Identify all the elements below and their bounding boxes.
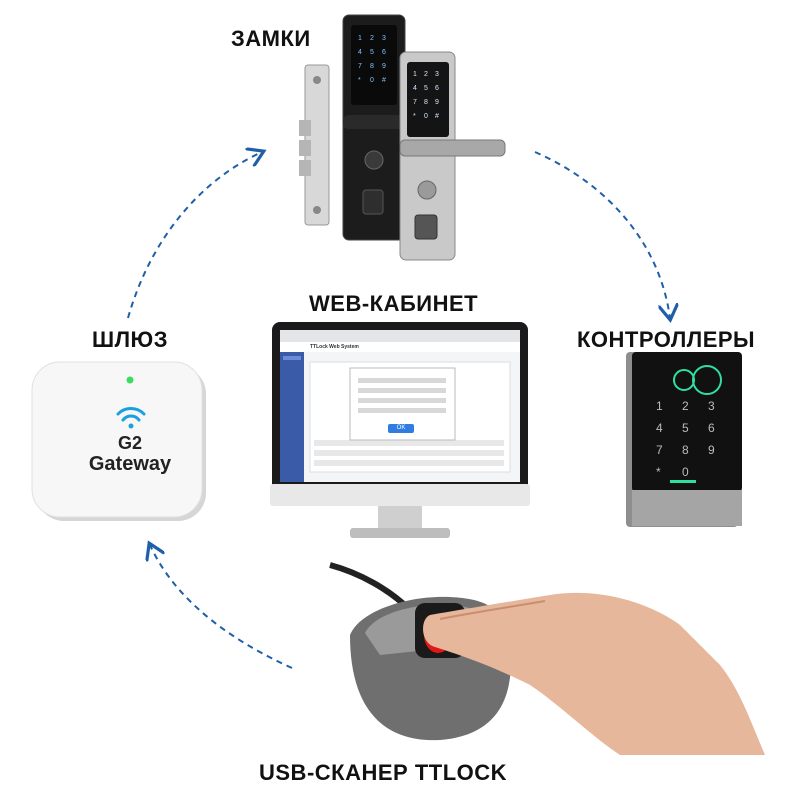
svg-text:4: 4 — [656, 421, 663, 435]
web-app-title: TTLock Web System — [310, 344, 359, 350]
svg-text:8: 8 — [370, 63, 374, 70]
svg-text:2: 2 — [682, 399, 689, 413]
svg-text:*: * — [358, 77, 361, 84]
svg-text:5: 5 — [424, 85, 428, 92]
svg-text:5: 5 — [370, 49, 374, 56]
dialog-ok-button: OK — [396, 425, 406, 431]
svg-text:7: 7 — [656, 443, 663, 457]
svg-text:*: * — [656, 465, 661, 479]
svg-text:1: 1 — [358, 35, 362, 42]
usb-fingerprint-scanner — [329, 562, 765, 755]
svg-text:2: 2 — [424, 71, 428, 78]
svg-text:4: 4 — [413, 85, 417, 92]
svg-text:7: 7 — [358, 63, 362, 70]
arrow-locks-to-controllers — [534, 151, 670, 318]
monitor: TTLock Web System OK — [270, 320, 530, 545]
svg-text:9: 9 — [382, 63, 386, 70]
svg-text:1: 1 — [413, 71, 417, 78]
locks-label: ЗАМКИ — [231, 26, 311, 51]
svg-text:9: 9 — [708, 443, 715, 457]
svg-text:0: 0 — [424, 113, 428, 120]
keypad-icon: 1 2 3 4 5 6 7 8 9 * 0 — [656, 399, 715, 479]
svg-text:8: 8 — [424, 99, 428, 106]
svg-text:5: 5 — [682, 421, 689, 435]
svg-text:3: 3 — [382, 35, 386, 42]
svg-text:#: # — [435, 113, 439, 120]
svg-text:3: 3 — [435, 71, 439, 78]
gateway-label: ШЛЮЗ — [92, 327, 169, 352]
svg-text:0: 0 — [370, 77, 374, 84]
controllers-label: КОНТРОЛЛЕРЫ — [577, 327, 756, 352]
web-cabinet-label: WEB-КАБИНЕТ — [309, 291, 479, 316]
svg-text:3: 3 — [708, 399, 715, 413]
gateway-model: G2 — [117, 433, 142, 453]
gateway-name: Gateway — [88, 453, 172, 475]
arrow-scanner-to-gateway — [150, 545, 293, 669]
wifi-icon — [116, 407, 146, 429]
svg-text:1: 1 — [656, 399, 663, 413]
scanner-label: USB-СКАНЕР TTLOCK — [259, 760, 508, 785]
svg-text:6: 6 — [708, 421, 715, 435]
arrow-gateway-to-locks — [127, 152, 262, 319]
svg-text:#: # — [382, 77, 386, 84]
svg-text:9: 9 — [435, 99, 439, 106]
svg-text:7: 7 — [413, 99, 417, 106]
controller-device: 1 2 3 4 5 6 7 8 9 * 0 — [626, 352, 742, 527]
svg-text:0: 0 — [682, 465, 689, 479]
gateway-device: G2 Gateway — [30, 360, 210, 525]
svg-text:6: 6 — [435, 85, 439, 92]
svg-text:*: * — [413, 113, 416, 120]
svg-text:6: 6 — [382, 49, 386, 56]
svg-text:8: 8 — [682, 443, 689, 457]
svg-text:2: 2 — [370, 35, 374, 42]
svg-text:4: 4 — [358, 49, 362, 56]
